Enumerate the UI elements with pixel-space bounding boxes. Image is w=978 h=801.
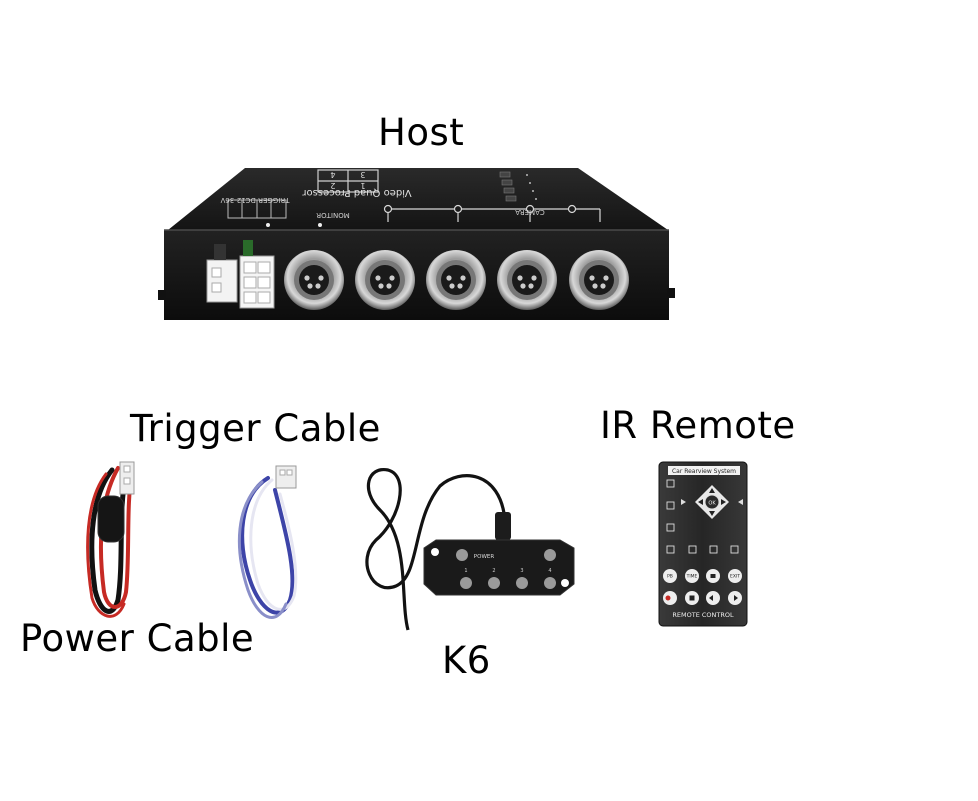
ir-remote-label: IR Remote: [600, 404, 796, 447]
remote-time-text: TIME: [686, 574, 698, 580]
grid-digit-3: 3: [360, 170, 365, 179]
k6-power-button: [456, 549, 468, 561]
k6-button-3: [516, 577, 528, 589]
aviation-connector: [284, 250, 344, 310]
remote-exit-button: [728, 569, 742, 583]
host-camera-line: [383, 204, 601, 222]
power-cable-label: Power Cable: [20, 617, 255, 660]
remote-top-text: Car Rearview System: [672, 468, 736, 475]
host-trigger-text: TRIGGER DC12-36V: [220, 196, 290, 204]
k6-label: K6: [442, 639, 491, 682]
aviation-connector: [426, 250, 486, 310]
remote-time-button: [685, 569, 699, 583]
aviation-connector: [569, 250, 629, 310]
host-power-connector: [206, 240, 275, 309]
host-quad-grid: [317, 169, 379, 193]
host-title-text: Video Quad Processor: [302, 187, 412, 198]
trigger-cable-label: Trigger Cable: [130, 407, 381, 450]
k6-mode-button: [544, 549, 556, 561]
host-device: 1 2 3 4 Video Quad Processor TRIGGER DC1…: [158, 168, 675, 320]
host-monitor-text: MONITOR: [316, 211, 350, 219]
k6-label-2: 2: [492, 568, 495, 574]
k6-button-2: [488, 577, 500, 589]
remote-quad-icons: [666, 479, 739, 554]
k6-label-3: 3: [520, 568, 523, 574]
power-cable: [86, 461, 135, 618]
remote-pb-text: PB: [667, 574, 673, 580]
host-side-buttons: [499, 171, 517, 202]
host-label: Host: [378, 111, 465, 154]
remote-pb-button: [663, 569, 677, 583]
aviation-connector: [355, 250, 415, 310]
host-side-dots: [526, 174, 537, 200]
remote-playback-buttons: [663, 591, 742, 605]
host-connectors: [284, 250, 629, 310]
host-camera-text: CAMERA: [515, 208, 545, 216]
trigger-cable: [237, 465, 298, 619]
grid-digit-1: 1: [360, 181, 365, 190]
k6-button-1: [460, 577, 472, 589]
remote-exit-text: EXIT: [730, 574, 740, 580]
k6-label-4: 4: [548, 568, 551, 574]
k6-power-text: POWER: [474, 554, 495, 560]
grid-digit-2: 2: [330, 181, 335, 190]
k6-label-1: 1: [464, 568, 467, 574]
grid-digit-4: 4: [330, 170, 335, 179]
k6-keypad: POWER 1 2 3 4: [365, 468, 575, 631]
remote-bottom-text: REMOTE CONTROL: [672, 611, 734, 619]
remote-ok-text: OK: [708, 501, 716, 507]
k6-button-4: [544, 577, 556, 589]
host-top-face: [168, 168, 668, 230]
ir-remote: Car Rearview System OK PB TIME: [658, 461, 748, 627]
aviation-connector: [497, 250, 557, 310]
